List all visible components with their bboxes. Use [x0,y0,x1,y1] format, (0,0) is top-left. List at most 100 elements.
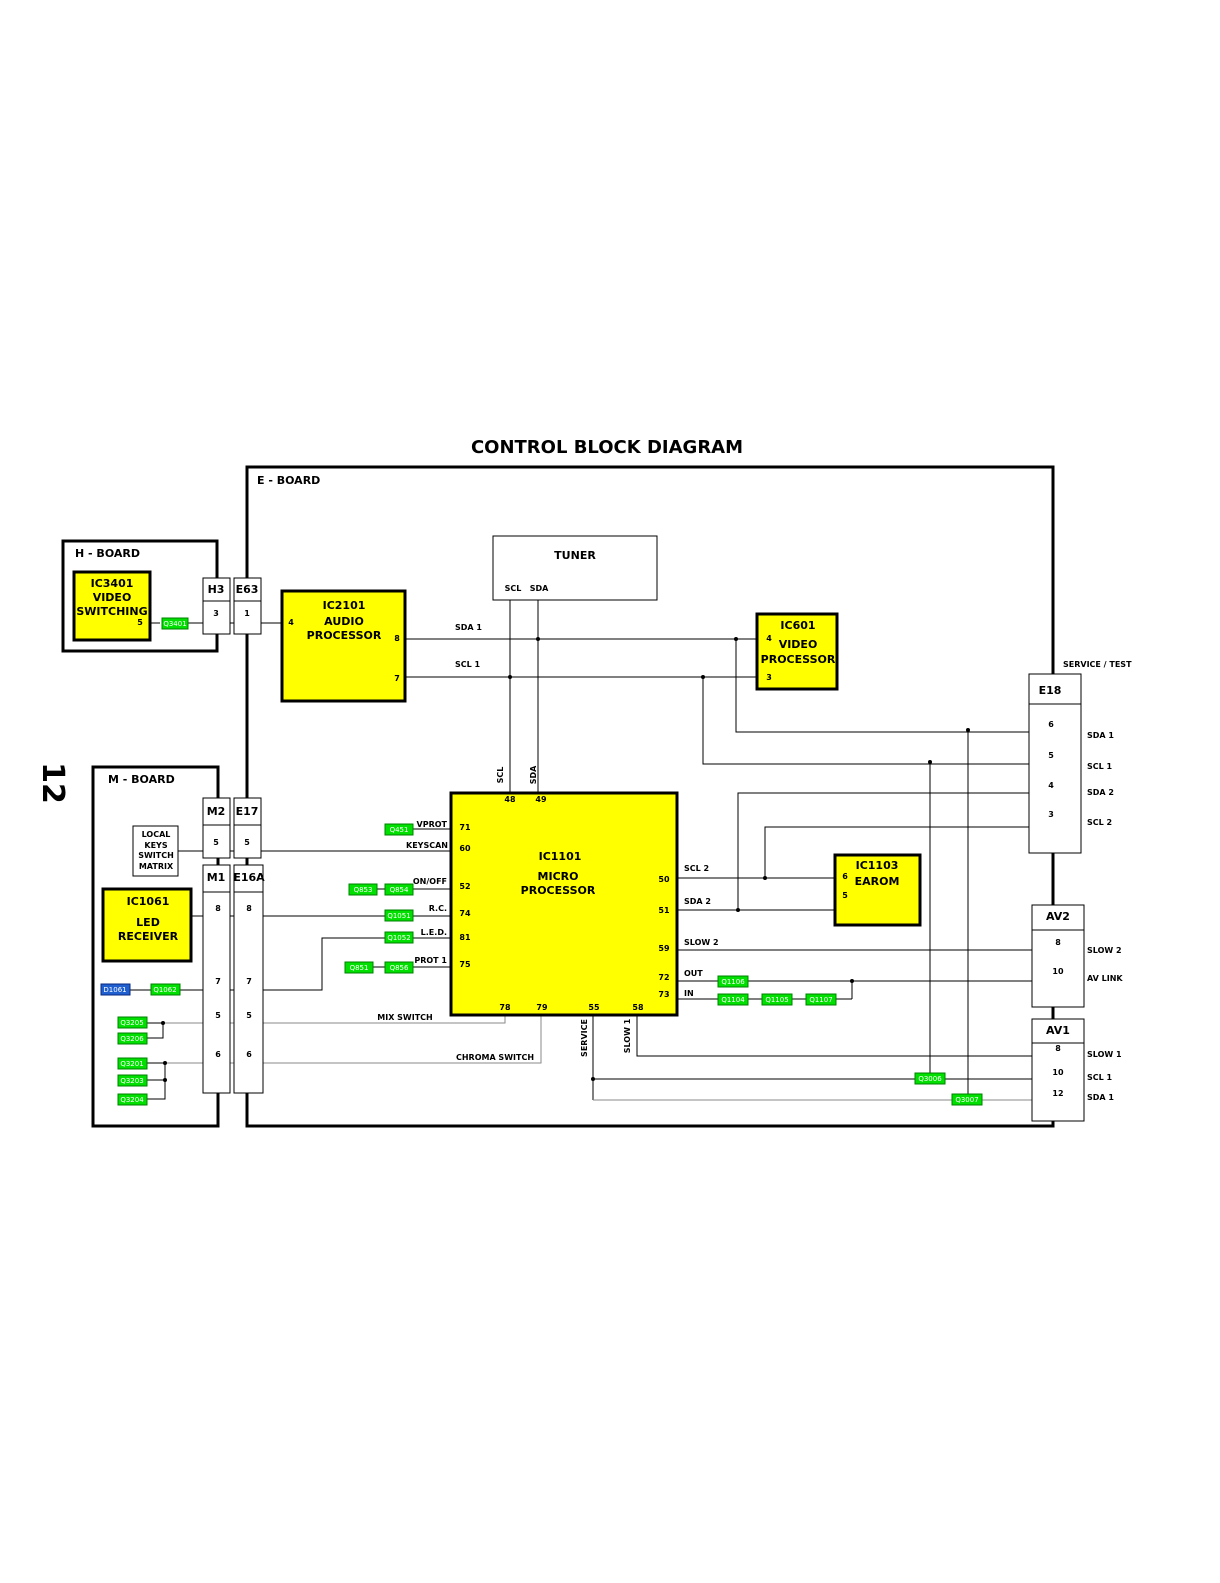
signal-label: SLOW 1 [623,1018,632,1053]
ic3401-block: IC3401 VIDEO SWITCHING 5 [72,570,152,642]
pin-label: 3 [213,609,219,618]
q3203-transistor: Q3203 [117,1074,148,1087]
pin-label: 59 [658,944,670,953]
pin-label: 79 [536,1003,548,1012]
pin-label: 1 [244,609,250,618]
q3201-label: Q3201 [120,1060,143,1068]
signal-label: SCL 2 [684,864,709,873]
connector-m1: M1 8 7 5 6 [202,864,231,1094]
signal-label: SERVICE [580,1019,589,1057]
signal-label: SCL 1 [455,660,481,669]
q1105-transistor: Q1105 [761,993,793,1006]
pin-label: 7 [394,674,400,683]
pin-label: 5 [213,838,219,847]
ic601-block: IC601 VIDEO PROCESSOR 4 3 [755,612,839,691]
signal-label: IN [684,989,694,998]
q1104-transistor: Q1104 [717,993,749,1006]
ic1101-block: IC1101 MICRO PROCESSOR 48 49 71 60 52 74… [449,791,679,1017]
pin-label: 60 [459,844,471,853]
q1107-transistor: Q1107 [805,993,837,1006]
local-keys-label: MATRIX [139,862,174,871]
q854-label: Q854 [390,886,409,894]
signal-label: CHROMA SWITCH [456,1053,534,1062]
ic1061-label: RECEIVER [118,930,179,943]
signal-label: SLOW 2 [684,938,719,947]
pin-label: 58 [632,1003,644,1012]
pin-label: 6 [842,872,848,881]
q1104-label: Q1104 [721,996,745,1004]
q1051-label: Q1051 [387,912,410,920]
q3006-label: Q3006 [918,1075,942,1083]
pin-label: 51 [658,906,670,915]
page-number: 12 [35,762,70,804]
signal-label: SDA 2 [684,897,711,906]
signal-label: MIX SWITCH [377,1013,432,1022]
q3205-label: Q3205 [120,1019,143,1027]
tuner-label: TUNER [554,549,596,562]
d1061-diode: D1061 [100,983,131,996]
ic1101-label: IC1101 [539,850,582,863]
pin-label: 55 [588,1003,600,1012]
q3007-transistor: Q3007 [951,1093,983,1106]
diagram-title: CONTROL BLOCK DIAGRAM [471,437,743,458]
connector-e18: E18 6 5 4 3 [1028,673,1082,854]
q1106-transistor: Q1106 [717,975,749,988]
ic2101-block: IC2101 AUDIO PROCESSOR 4 8 7 [280,589,407,703]
pin-label: 8 [1055,1044,1061,1053]
q3006-transistor: Q3006 [914,1072,946,1085]
signal-label: PROT 1 [414,956,447,965]
q851-transistor: Q851 [344,961,374,974]
ic2101-label: IC2101 [323,599,366,612]
ic2101-label: AUDIO [324,615,364,628]
signal-label: SCL [496,767,505,784]
q1062-label: Q1062 [153,986,176,994]
connector-av2-label: AV2 [1046,910,1070,923]
ic1061-block: IC1061 LED RECEIVER [101,887,193,963]
q856-label: Q856 [390,964,409,972]
connector-e16a-label: E16A [233,871,265,884]
connector-e17-label: E17 [236,805,259,818]
q3206-transistor: Q3206 [117,1032,148,1045]
connector-e16a: E16A 8 7 5 6 [233,864,265,1094]
signal-label: SDA 1 [1087,1093,1114,1102]
d1061-label: D1061 [103,986,126,994]
e-board-label: E - BOARD [257,474,320,487]
pin-label: 6 [1048,720,1054,729]
ic2101-label: PROCESSOR [307,629,382,642]
connector-e18-label: E18 [1039,684,1062,697]
m-board-label: M - BOARD [108,773,175,786]
pin-label: 49 [535,795,547,804]
pin-label: 10 [1052,1068,1064,1077]
ic1103-block: IC1103 EAROM 6 5 [833,853,922,927]
local-keys-label: LOCAL [142,830,171,839]
pin-label: 6 [215,1050,221,1059]
q3201-transistor: Q3201 [117,1057,148,1070]
signal-labels: SDA 1 SCL 1 SCL SDA SERVICE / TEST SDA 1… [377,623,1132,1102]
local-keys-label: SWITCH [138,851,174,860]
signal-label: SLOW 2 [1087,946,1122,955]
pin-label: 81 [459,933,471,942]
pin-label: 12 [1052,1089,1063,1098]
ic1103-label: IC1103 [856,859,899,872]
pin-label: 5 [246,1011,252,1020]
q3401-transistor: Q3401 [161,617,189,630]
pin-label: 3 [1048,810,1054,819]
q1052-label: Q1052 [387,934,410,942]
q3204-label: Q3204 [120,1096,144,1104]
pin-label: 10 [1052,967,1064,976]
pin-label: 75 [459,960,471,969]
signal-label: SDA 1 [455,623,482,632]
connector-av1: AV1 8 10 12 [1031,1018,1085,1122]
tuner-block: TUNER SCL SDA [492,535,658,601]
q1106-label: Q1106 [721,978,745,986]
ic3401-label: IC3401 [91,577,134,590]
pin-label: 8 [246,904,252,913]
q1052-transistor: Q1052 [384,931,414,944]
q1051-transistor: Q1051 [384,909,414,922]
signal-label: SDA 2 [1087,788,1114,797]
pin-label: 7 [215,977,221,986]
tuner-scl-label: SCL [505,584,522,593]
ic1103-label: EAROM [855,875,900,888]
pin-label: 72 [658,973,669,982]
